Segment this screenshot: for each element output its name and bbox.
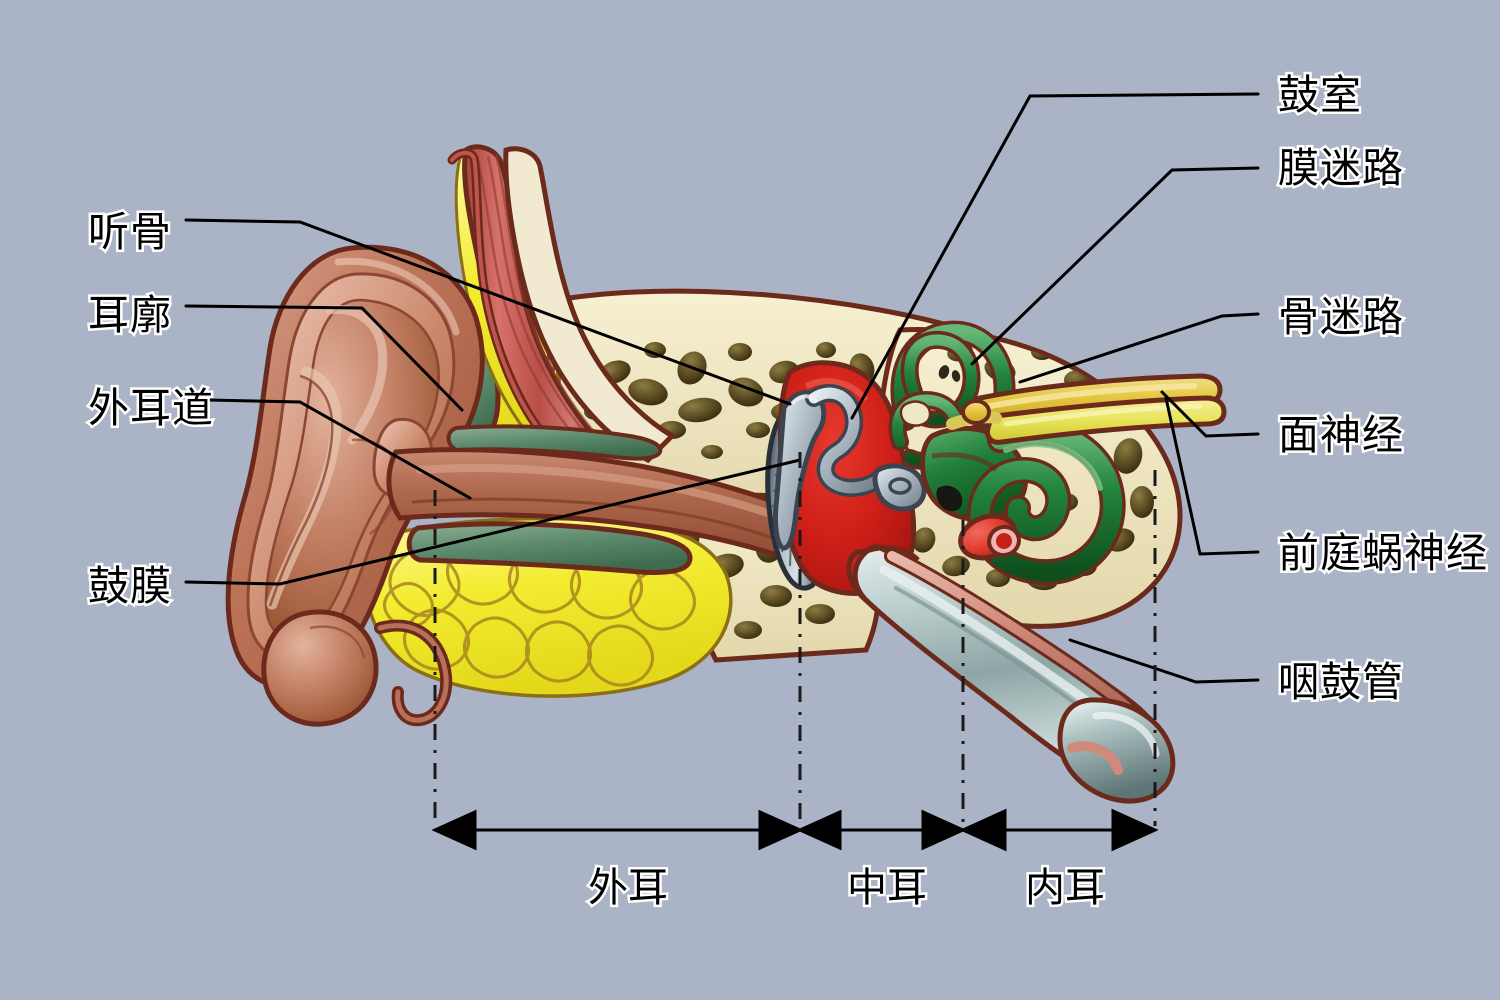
leader-auditory-ossicles bbox=[184, 218, 792, 406]
leader-facial-nerve bbox=[1160, 390, 1260, 438]
label-auditory-tube: 咽鼓管 bbox=[1276, 658, 1406, 706]
dimension-arrows bbox=[431, 808, 1159, 852]
span-middle-ear-arrow-left bbox=[796, 809, 842, 851]
label-facial-nerve: 面神经 bbox=[1276, 411, 1406, 459]
label-tympanic-cavity: 鼓室 bbox=[1276, 71, 1364, 119]
label-auricle: 耳廓 bbox=[86, 291, 174, 339]
label-auditory-ossicles: 听骨 bbox=[86, 208, 174, 256]
region-label-inner-ear: 内耳 bbox=[1023, 863, 1108, 914]
span-outer-ear-arrow-left bbox=[431, 809, 477, 851]
leader-membranous-labyrinth bbox=[970, 166, 1260, 366]
leader-auditory-tube bbox=[1068, 638, 1260, 684]
leader-external-acoustic-meatus bbox=[206, 398, 472, 500]
region-label-middle-ear: 中耳 bbox=[845, 863, 930, 914]
auditory-ossicles bbox=[773, 384, 927, 551]
auditory-tube bbox=[852, 543, 1176, 804]
span-inner-ear-arrow-left bbox=[959, 808, 1007, 852]
label-bony-labyrinth: 骨迷路 bbox=[1276, 293, 1406, 341]
leader-auricle bbox=[184, 304, 464, 412]
leader-vestibulocochlear-nerve bbox=[1164, 396, 1260, 556]
label-vestibulocochlear-nerve: 前庭蜗神经 bbox=[1276, 529, 1490, 577]
label-membranous-labyrinth: 膜迷路 bbox=[1276, 144, 1406, 192]
leader-tympanic-membrane bbox=[184, 458, 802, 586]
temporalis-muscle-strip bbox=[447, 144, 677, 466]
region-label-outer-ear: 外耳 bbox=[586, 863, 671, 914]
label-tympanic-membrane: 鼓膜 bbox=[86, 562, 174, 610]
span-inner-ear-arrow-right bbox=[1111, 808, 1159, 852]
span-outer-ear-arrow-right bbox=[758, 809, 804, 851]
span-middle-ear-arrow-right bbox=[921, 809, 967, 851]
leader-lines bbox=[184, 92, 1260, 684]
leader-bony-labyrinth bbox=[1018, 312, 1260, 384]
blood-vessel-cross-section bbox=[958, 513, 1021, 561]
dimension-guides bbox=[433, 452, 1157, 826]
label-external-acoustic-meatus: 外耳道 bbox=[86, 384, 216, 432]
external-acoustic-meatus bbox=[386, 424, 795, 575]
auricle-pinna bbox=[225, 244, 485, 727]
leader-tympanic-cavity bbox=[850, 92, 1260, 420]
